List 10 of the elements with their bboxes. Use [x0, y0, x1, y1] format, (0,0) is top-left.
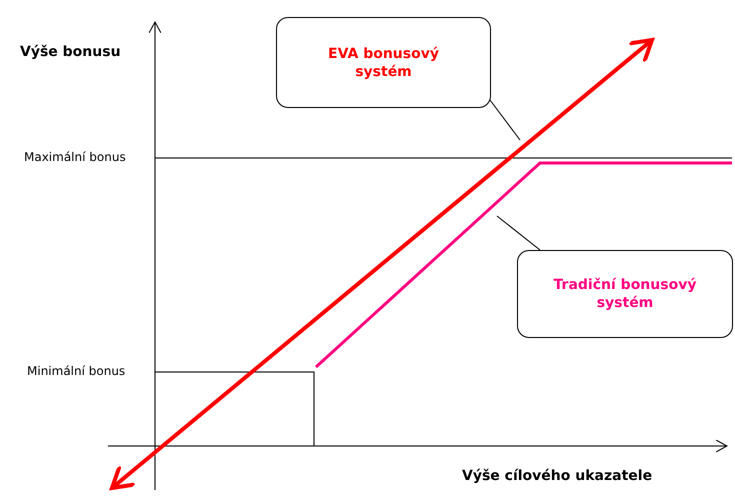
axis-title: Výše cílového ukazatele: [462, 468, 652, 484]
leader-line: [496, 216, 540, 250]
callout-text: Tradiční bonusový systém: [552, 276, 698, 313]
callout-box: [517, 250, 733, 338]
callout-box: [276, 17, 491, 108]
callout-text: EVA bonusový systém: [327, 44, 440, 82]
axis-title: Výše bonusu: [20, 44, 121, 60]
leader-line: [490, 100, 520, 140]
axis-label: Minimální bonus: [27, 364, 126, 378]
axis-label: Maximální bonus: [24, 150, 126, 164]
